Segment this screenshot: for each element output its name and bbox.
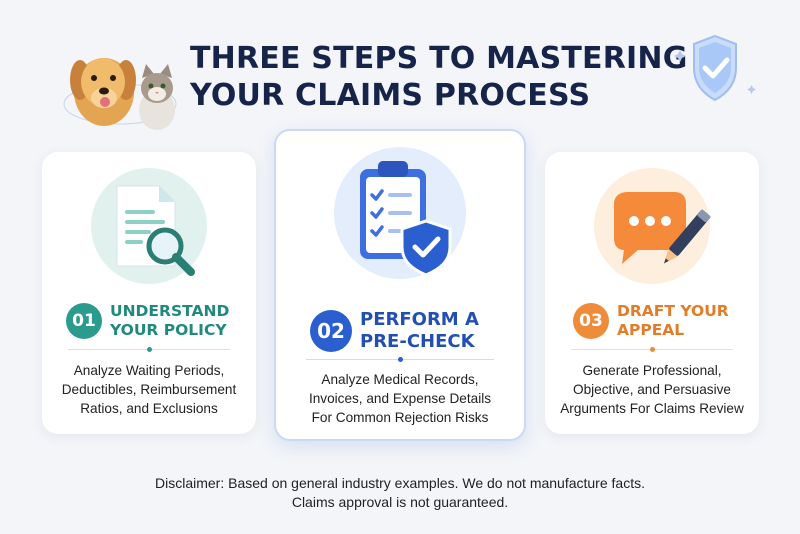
disclaimer: Disclaimer: Based on general industry ex… <box>155 475 645 510</box>
step-card-2: 02 PERFORM A PRE-CHECK Analyze Medical R… <box>274 129 526 441</box>
step-number: 03 <box>573 303 609 339</box>
chat-pen-icon <box>594 168 711 284</box>
step-title: PERFORM A PRE-CHECK <box>360 309 479 352</box>
step-description: Generate Professional, Objective, and Pe… <box>560 363 744 416</box>
step-heading: 02 PERFORM A PRE-CHECK <box>310 309 479 353</box>
step-heading: 01 UNDERSTAND YOUR POLICY <box>66 302 229 340</box>
step-description: Analyze Medical Records, Invoices, and E… <box>308 372 492 425</box>
step-title: DRAFT YOUR APPEAL <box>617 302 729 339</box>
step-card-3: 03 DRAFT YOUR APPEAL Generate Profession… <box>545 152 759 434</box>
shield-check-icon <box>674 34 756 102</box>
divider <box>571 347 733 352</box>
title-line: THREE STEPS TO MASTERING <box>190 41 688 76</box>
page-title: THREE STEPS TO MASTERING YOUR CLAIMS PRO… <box>190 40 688 114</box>
step-description: Analyze Waiting Periods, Deductibles, Re… <box>61 363 237 416</box>
document-magnifier-icon <box>91 168 207 284</box>
clipboard-shield-icon <box>334 147 466 279</box>
divider <box>306 357 494 362</box>
step-number: 02 <box>310 310 352 352</box>
step-title: UNDERSTAND YOUR POLICY <box>110 302 230 339</box>
dog-and-cat-illustration <box>63 58 177 130</box>
step-number: 01 <box>66 303 102 339</box>
title-line: YOUR CLAIMS PROCESS <box>190 78 591 113</box>
step-heading: 03 DRAFT YOUR APPEAL <box>573 302 729 340</box>
divider <box>68 347 230 352</box>
step-card-1: 01 UNDERSTAND YOUR POLICY Analyze Waitin… <box>42 152 256 434</box>
